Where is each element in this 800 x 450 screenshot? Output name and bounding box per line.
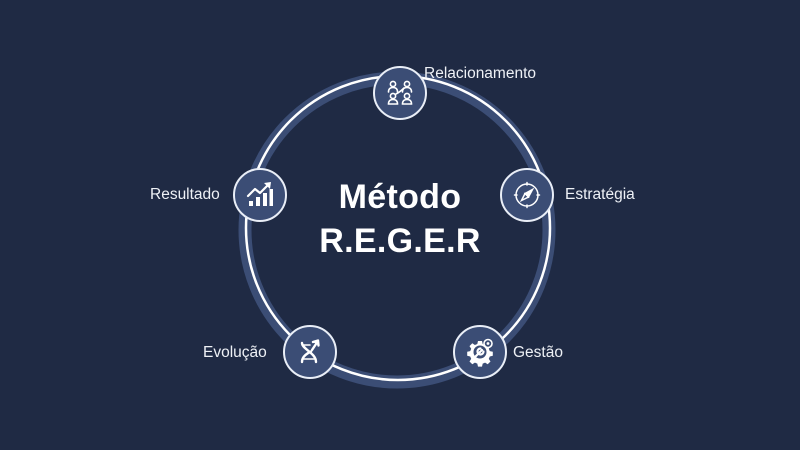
label-relacionamento: Relacionamento <box>424 65 537 82</box>
node-resultado[interactable] <box>233 168 287 222</box>
people-network-icon <box>387 80 413 105</box>
title-line-2: R.E.G.E.R <box>319 222 481 260</box>
dna-arrow-up-icon <box>300 339 320 364</box>
compass-icon <box>513 181 541 209</box>
node-estrategia[interactable] <box>500 168 554 222</box>
diagram-title: Método R.E.G.E.R <box>300 175 500 263</box>
label-resultado: Resultado <box>150 186 220 203</box>
node-gestao[interactable] <box>453 325 507 379</box>
node-relacionamento[interactable] <box>373 66 427 120</box>
growth-chart-icon <box>246 182 273 206</box>
label-evolucao: Evolução <box>203 344 267 361</box>
gear-wrench-icon <box>467 338 493 367</box>
label-gestao: Gestão <box>513 344 563 361</box>
node-evolucao[interactable] <box>283 325 337 379</box>
label-estrategia: Estratégia <box>565 186 635 203</box>
title-line-1: Método <box>338 178 462 216</box>
